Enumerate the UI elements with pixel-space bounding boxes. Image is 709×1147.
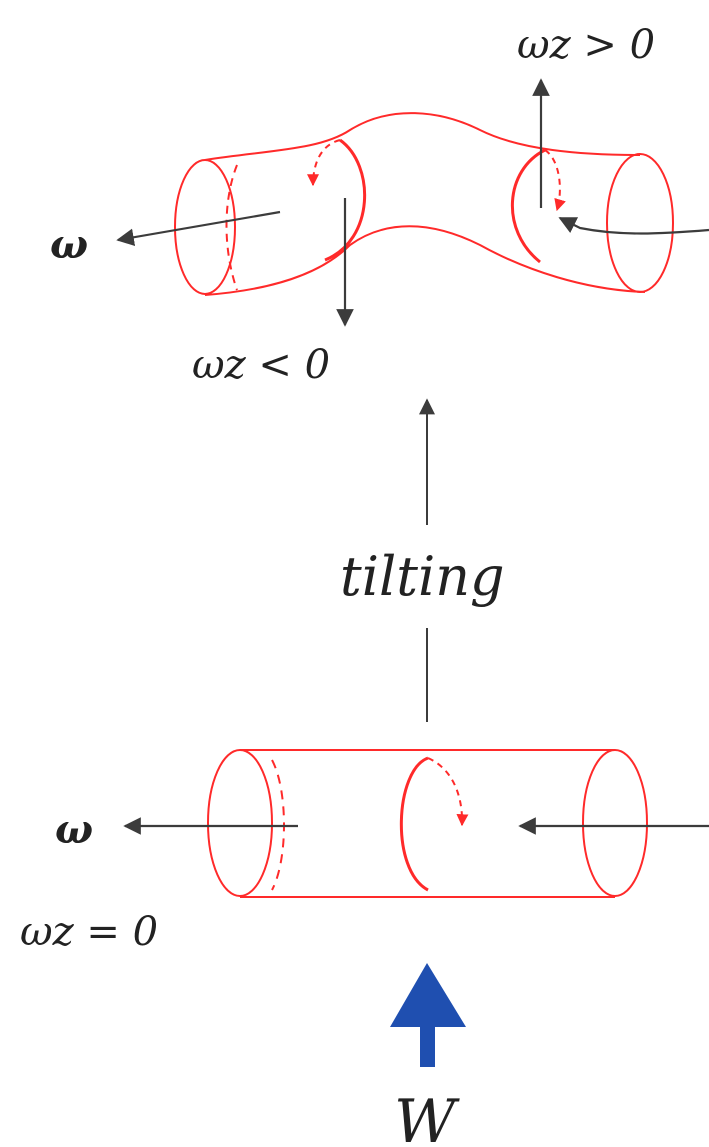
tilting-label: tilting: [340, 545, 505, 608]
w-label: W: [394, 1087, 460, 1147]
straight-vortex-tube: [207, 749, 648, 898]
w-arrow: [390, 963, 466, 1067]
wz-zero-label: ωz = 0: [20, 909, 158, 955]
wz-positive-label: ωz > 0: [517, 22, 655, 68]
omega-label-top: ω: [50, 221, 88, 268]
top-vorticity-arrows: [116, 78, 709, 327]
omega-label-bottom: ω: [55, 806, 93, 853]
wz-negative-label: ωz < 0: [192, 342, 330, 388]
tilted-vortex-tube: [174, 112, 674, 296]
omega-arrow-top: [116, 210, 281, 246]
incoming-vortex-line-top: [558, 217, 709, 235]
